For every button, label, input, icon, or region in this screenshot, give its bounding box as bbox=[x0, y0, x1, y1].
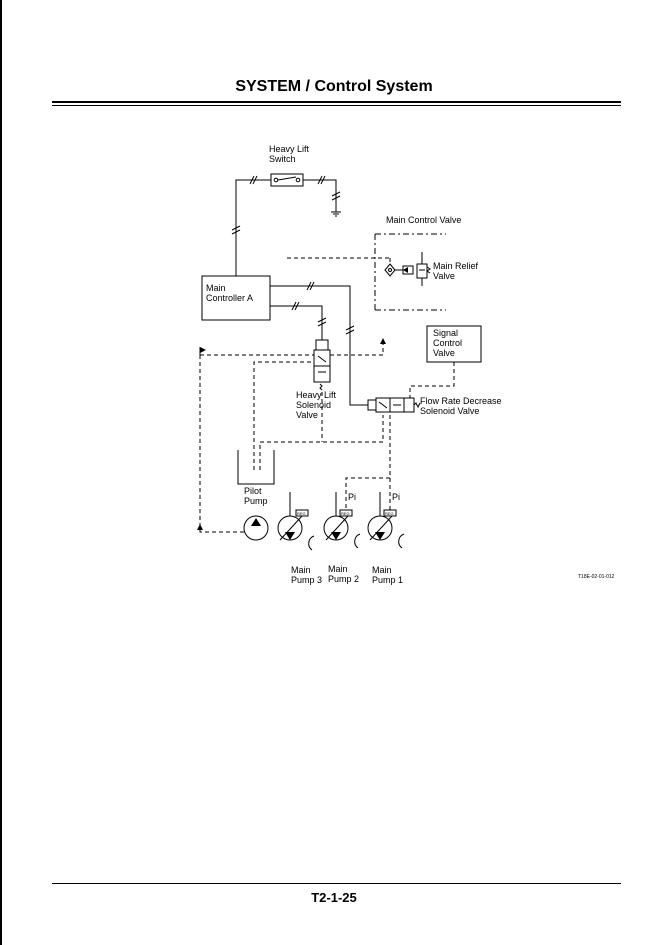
signal-control-valve-label-2: Control bbox=[433, 338, 462, 348]
reg-label-2: REG bbox=[341, 511, 350, 516]
flow-rate-decrease-solenoid-valve: Flow Rate Decrease Solenoid Valve bbox=[367, 396, 502, 416]
figure-code: T18E-02-01-012 bbox=[578, 574, 615, 580]
pilot-pump-label-2: Pump bbox=[244, 496, 268, 506]
main-pump-1: REG Pi Main Pump 1 bbox=[367, 492, 405, 585]
main-relief-valve-label-2: Valve bbox=[433, 271, 455, 281]
hydraulic-tank bbox=[237, 450, 275, 485]
main-pump-2-label-2: Pump 2 bbox=[328, 574, 359, 584]
flow-rate-valve-label-1: Flow Rate Decrease bbox=[420, 396, 502, 406]
main-pump-2: REG Pi Main Pump 2 bbox=[323, 492, 361, 584]
main-pump-2-label-1: Main bbox=[328, 564, 348, 574]
pilot-pump-label-1: Pilot bbox=[244, 486, 262, 496]
heavy-lift-solenoid-label-3: Valve bbox=[296, 410, 318, 420]
heavy-lift-solenoid-label-1: Heavy Lift bbox=[296, 390, 337, 400]
main-control-valve-label: Main Control Valve bbox=[386, 215, 461, 225]
heavy-lift-switch-label-2: Switch bbox=[269, 154, 296, 164]
header-rule-thick bbox=[52, 101, 621, 103]
main-relief-valve-label-1: Main Relief bbox=[433, 261, 479, 271]
main-pump-3-label-1: Main bbox=[291, 565, 311, 575]
main-pump-1-label-2: Pump 1 bbox=[372, 575, 403, 585]
heavy-lift-solenoid-valve: Heavy Lift Solenoid Valve bbox=[296, 339, 337, 420]
signal-to-flow-valve-line bbox=[409, 362, 455, 398]
main-controller-a: Main Controller A bbox=[201, 275, 271, 321]
footer-rule bbox=[52, 883, 621, 884]
heavy-lift-switch-label-1: Heavy Lift bbox=[269, 144, 310, 154]
reg-label-3: REG bbox=[297, 511, 306, 516]
main-controller-label-2: Controller A bbox=[206, 293, 253, 303]
signal-control-valve: Signal Control Valve bbox=[426, 325, 482, 363]
main-pump-3: REG Main Pump 3 bbox=[277, 492, 322, 585]
pi-label-pump-1: Pi bbox=[392, 492, 400, 502]
signal-control-valve-label-1: Signal bbox=[433, 328, 458, 338]
main-control-valve: Main Control Valve Main Relief Valve bbox=[374, 215, 479, 311]
controller-wiring bbox=[270, 281, 368, 406]
header-rule-thin bbox=[52, 105, 621, 106]
switch-wiring bbox=[231, 175, 341, 276]
flow-rate-valve-label-2: Solenoid Valve bbox=[420, 406, 479, 416]
page-title: SYSTEM / Control System bbox=[235, 78, 433, 95]
pi-label-pump-2: Pi bbox=[348, 492, 356, 502]
signal-control-valve-label-3: Valve bbox=[433, 348, 455, 358]
main-pump-3-label-2: Pump 3 bbox=[291, 575, 322, 585]
page-left-border bbox=[0, 0, 2, 945]
heavy-lift-solenoid-label-2: Solenoid bbox=[296, 400, 331, 410]
pilot-dashed-lines bbox=[197, 338, 391, 533]
main-controller-label-1: Main bbox=[206, 283, 226, 293]
pilot-pump: Pilot Pump bbox=[243, 486, 269, 541]
main-pump-1-label-1: Main bbox=[372, 565, 392, 575]
reg-label-1: REG bbox=[385, 511, 394, 516]
page-number: T2-1-25 bbox=[311, 890, 357, 905]
